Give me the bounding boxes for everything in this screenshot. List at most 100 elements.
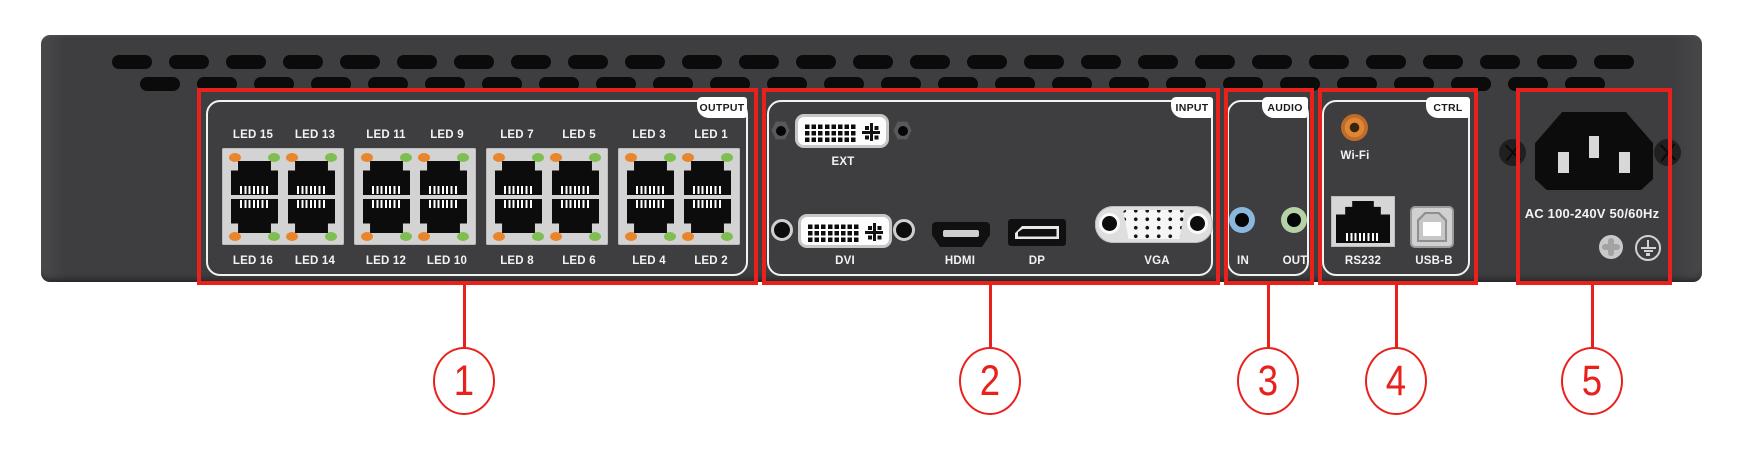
leader-line-4 [1394,283,1398,349]
power-left-screw-icon [1499,139,1526,166]
vent-slot [1138,55,1178,69]
displayport-connector [1008,219,1066,246]
orange-led-icon [682,153,694,162]
leader-line-1 [462,283,466,349]
orange-led-icon [493,153,505,162]
vent-slot [796,55,836,69]
rs232-port [1331,196,1395,247]
dp-label: DP [1028,255,1046,267]
leader-line-2 [988,283,992,349]
callout-circle-2: 2 [959,347,1021,415]
vent-slot [1337,77,1377,91]
rj45-pins-icon [693,186,722,194]
vent-slot [197,77,237,91]
power-pin-right-icon [1619,152,1630,173]
orange-led-icon [418,153,430,162]
dvi-left-screw-icon [771,219,793,241]
rs232-label: RS232 [1344,255,1382,267]
rj45-pins-icon [429,186,458,194]
port-label-led5: LED 5 [562,129,596,141]
rj45-plate-3 [486,148,608,245]
vent-slot [1394,77,1434,91]
wifi-antenna-connector [1341,114,1368,141]
input-section-border [767,100,1213,276]
port-label-led12: LED 12 [365,255,407,267]
vent-slot [739,55,779,69]
callout-circle-5: 5 [1561,347,1623,415]
vent-slot [1252,55,1292,69]
vent-slot [1309,55,1349,69]
rj45-jack [417,153,470,195]
vga-pin-grid-icon [1123,210,1185,239]
vga-right-screw-icon [1187,213,1208,234]
dvi-right-screw-icon [893,219,915,241]
vent-slot [368,77,408,91]
orange-led-icon [361,153,373,162]
vent-slot [226,55,266,69]
vent-slot [568,55,608,69]
rj45-pins-icon [636,186,665,194]
vent-slot [1565,77,1605,91]
vent-slot [1480,55,1520,69]
rj45-jack [624,153,677,195]
rj45-jack [228,153,281,195]
port-label-led15: LED 15 [232,129,274,141]
wifi-label: Wi-Fi [1340,150,1370,162]
vent-slot [1366,55,1406,69]
orange-led-icon [286,153,298,162]
ext-dvi-connector [795,114,889,148]
callout-region-audio [1224,88,1314,285]
vent-slot [1052,77,1092,91]
vent-slot [596,77,636,91]
vent-slot [397,55,437,69]
vent-slot [1081,55,1121,69]
port-label-led2: LED 2 [694,255,728,267]
rj45-pins-icon [240,186,269,194]
port-label-led9: LED 9 [430,129,464,141]
power-rating-label: AC 100-240V 50/60Hz [1524,206,1660,221]
rj45-pins-icon [561,186,590,194]
vent-slot [767,77,807,91]
hdmi-connector [932,222,990,247]
green-led-icon [664,153,676,162]
rj45-jack [492,153,545,195]
vent-slot [653,77,693,91]
vent-slot [283,55,323,69]
ext-left-screw-icon [771,121,790,140]
rj45-plate-2 [354,148,476,245]
callout-circle-3: 3 [1237,347,1299,415]
audio-tab-label: AUDIO [1267,101,1303,114]
vga-label: VGA [1144,255,1170,267]
ctrl-section-tab: CTRL [1426,97,1470,118]
vent-slot [710,77,750,91]
vga-connector [1095,206,1213,243]
green-led-icon [532,153,544,162]
dvi-analog-cross-icon [862,123,880,141]
ctrl-tab-label: CTRL [1433,101,1463,114]
vent-slot [824,77,864,91]
port-label-led1: LED 1 [694,129,728,141]
usb-b-tongue-icon [1423,222,1441,236]
vent-slot [311,77,351,91]
orange-led-icon [550,153,562,162]
callout-circle-4: 4 [1365,347,1427,415]
vent-slot [1166,77,1206,91]
usb-b-label: USB-B [1415,255,1453,267]
rj45-jack [549,153,602,195]
green-led-icon [721,153,733,162]
port-label-led10: LED 10 [426,255,468,267]
usb-b-port [1410,206,1454,248]
rj45-jack [285,153,338,195]
vent-slot [1594,55,1634,69]
rj45-pins-icon [504,186,533,194]
port-label-led7: LED 7 [500,129,534,141]
rj45-plate-1 [222,148,344,245]
green-led-icon [589,153,601,162]
input-section-tab: INPUT [1171,97,1213,118]
vent-slot [1280,77,1320,91]
audio-in-jack [1229,207,1255,233]
vent-slot [112,55,152,69]
vent-slot [169,55,209,69]
ext-right-screw-icon [893,121,912,140]
